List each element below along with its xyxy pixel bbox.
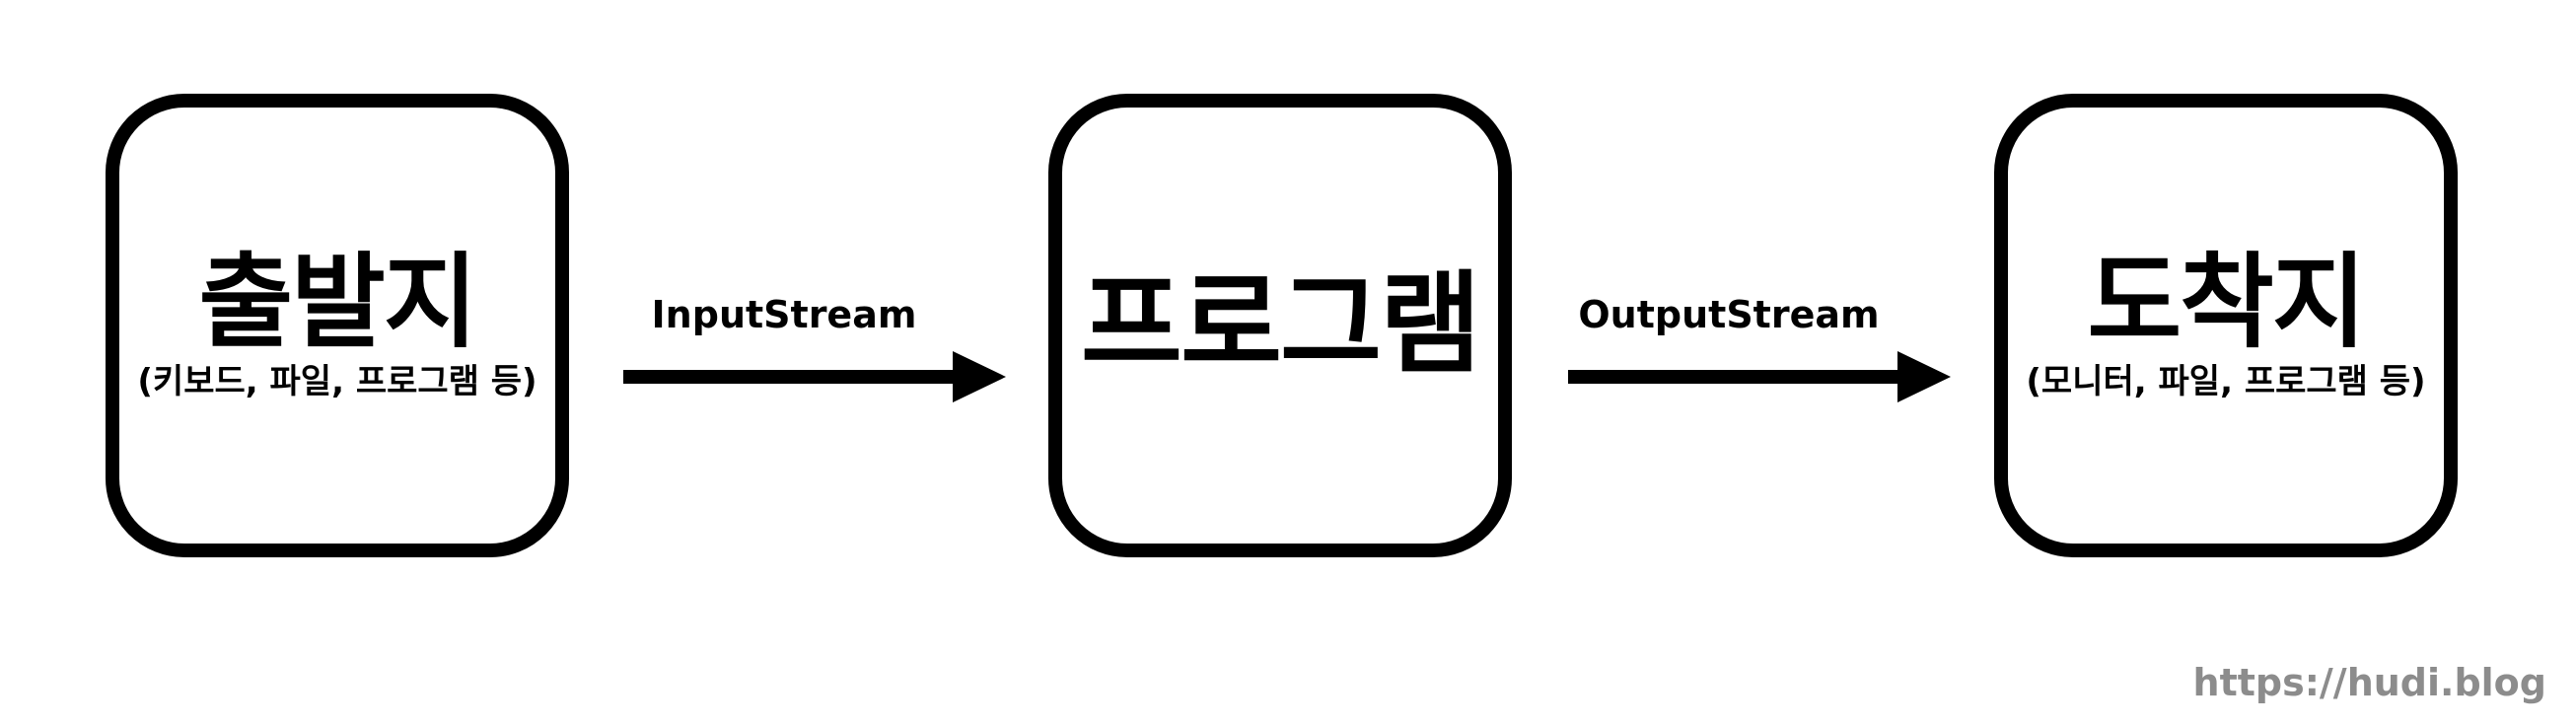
output-stream-arrow-icon [1568,351,1951,402]
source-title: 출발지 [198,242,477,362]
output-stream-edge: OutputStream [1566,296,1951,414]
program-node: 프로그램 [1048,94,1512,557]
output-stream-label: OutputStream [1578,293,1880,336]
destination-subtitle: (모니터, 파일, 프로그램 등) [2026,362,2426,402]
source-subtitle: (키보드, 파일, 프로그램 등) [137,362,537,402]
watermark-url: https://hudi.blog [2192,661,2546,704]
source-node: 출발지 (키보드, 파일, 프로그램 등) [106,94,569,557]
input-stream-arrow-icon [623,351,1006,402]
destination-title: 도착지 [2087,242,2366,362]
input-stream-label: InputStream [651,293,917,336]
destination-node: 도착지 (모니터, 파일, 프로그램 등) [1994,94,2458,557]
program-title: 프로그램 [1080,260,1481,390]
input-stream-edge: InputStream [621,296,1006,414]
